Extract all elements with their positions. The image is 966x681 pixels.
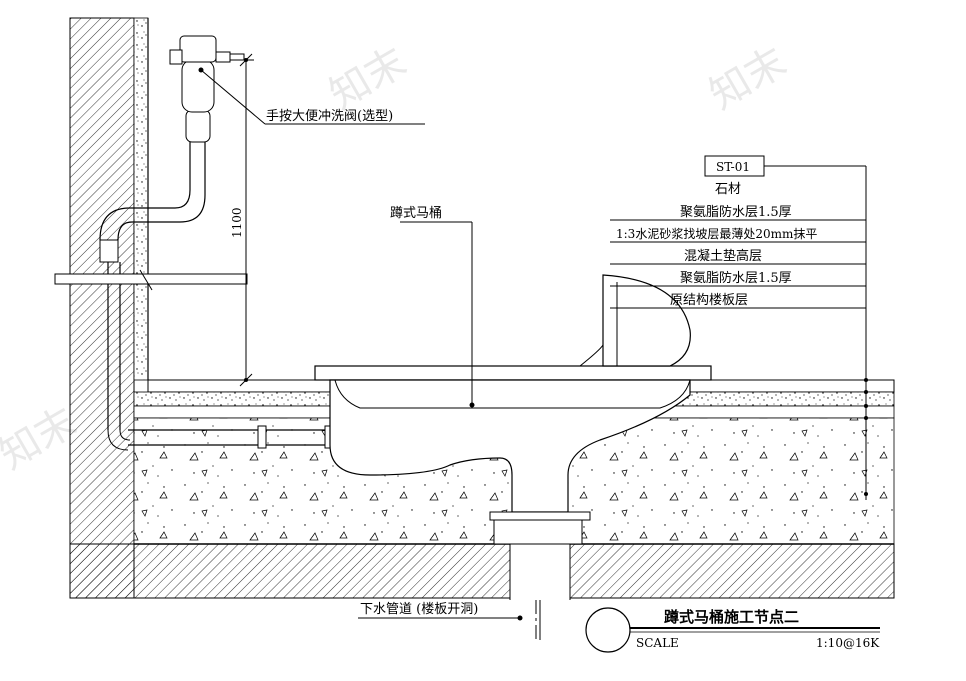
layer-label-4: 聚氨脂防水层1.5厚 (680, 270, 792, 286)
squat-toilet-callout: 蹲式马桶 (390, 206, 473, 405)
layer-label-5: 原结构楼板层 (670, 293, 748, 308)
svg-text:知末: 知末 (322, 39, 414, 119)
scale-label: SCALE (636, 636, 679, 650)
dimension-1100: 1100 (230, 53, 254, 387)
dimension-label: 1100 (230, 207, 244, 238)
svg-text:知末: 知末 (702, 39, 794, 119)
layer-label-1: 聚氨脂防水层1.5厚 (680, 204, 792, 220)
wall-section (69, 17, 149, 599)
drain-pipe-callout: 下水管道 (楼板开洞) (358, 602, 523, 621)
material-tag: ST-01 (716, 160, 750, 174)
layer-callouts: ST-01 石材 聚氨脂防水层1.5厚 1:3水泥砂浆找坡层最薄处20mm抹平 … (610, 155, 868, 500)
layer-label-0: 石材 (715, 182, 741, 197)
layer-label-3: 混凝土垫高层 (684, 248, 762, 264)
flush-valve-label: 手按大便冲洗阀(选型) (266, 109, 393, 124)
layer-label-2: 1:3水泥砂浆找坡层最薄处20mm抹平 (616, 226, 817, 241)
drawing-title: 蹲式马桶施工节点二 (664, 608, 799, 626)
squat-toilet (314, 274, 712, 545)
drain-opening (509, 540, 571, 640)
drain-pipe-label: 下水管道 (楼板开洞) (360, 602, 478, 617)
flush-valve-callout: 手按大便冲洗阀(选型) (200, 69, 425, 125)
scale-value: 1:10@16K (816, 636, 880, 650)
squat-toilet-label: 蹲式马桶 (390, 206, 442, 221)
title-block: 蹲式马桶施工节点二 SCALE 1:10@16K (585, 607, 880, 653)
